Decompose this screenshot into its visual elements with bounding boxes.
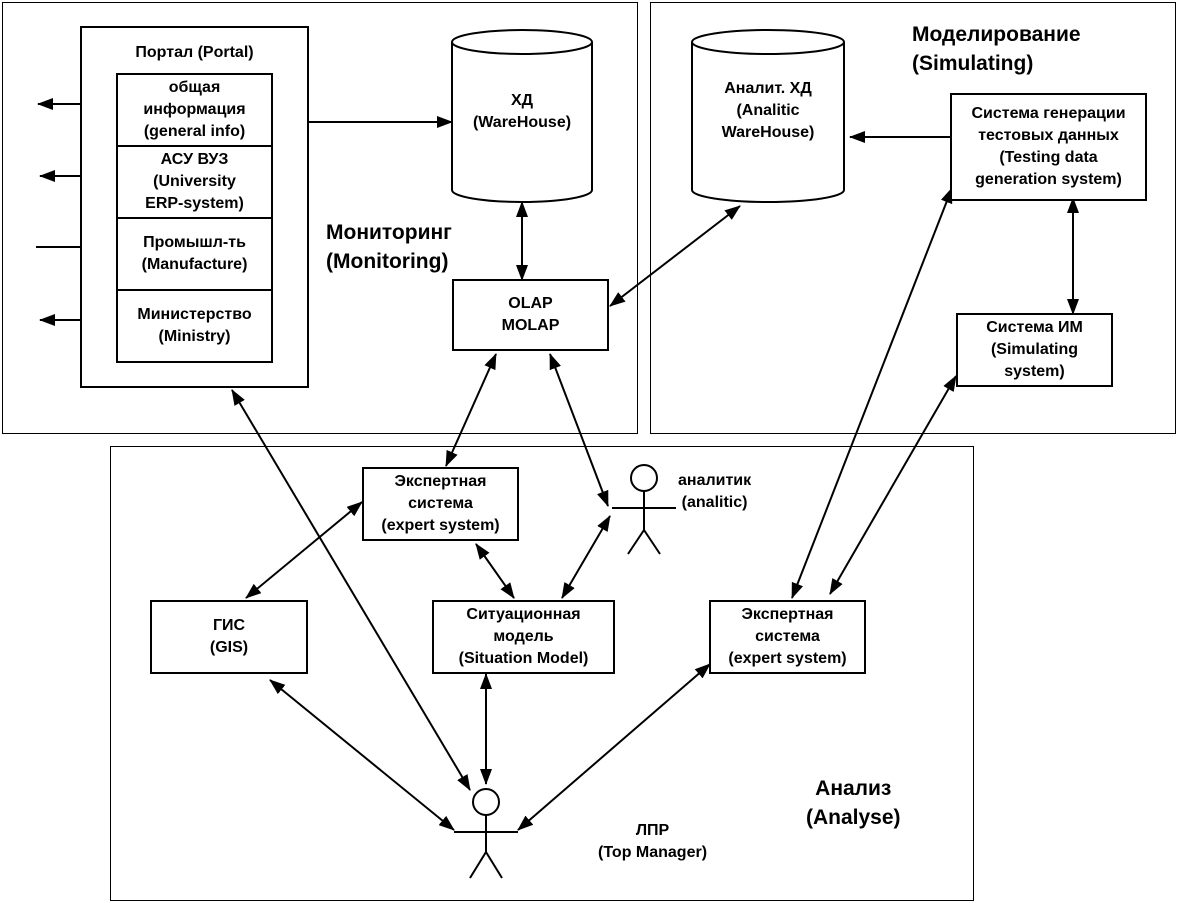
analytic-warehouse-cylinder [691,29,845,203]
situation-model-line-3: (Situation Model) [458,650,589,667]
testing-data-line-4: generation system) [975,171,1122,188]
monitoring-title: Мониторинг (Monitoring) [326,218,452,276]
ministry-line-2: (Ministry) [158,328,231,345]
expert-system-1-box: Экспертная система (expert system) [362,467,519,541]
expert-system-2-line-3: (expert system) [728,650,847,667]
general-info-line-3: (general info) [143,123,246,140]
manufacture-line-1: Промышл-ть [143,234,246,251]
monitoring-title-sub: (Monitoring) [326,250,449,273]
general-info-line-1: общая [168,79,221,96]
analyst-label: аналитик (analitic) [678,470,751,514]
analytic-warehouse-line-2: (Analitic [736,102,800,119]
monitoring-title-main: Мониторинг [326,221,452,244]
gis-box: ГИС (GIS) [150,600,308,674]
expert-system-1-line-1: Экспертная [394,473,487,490]
portal-erp-system: АСУ ВУЗ (University ERP-system) [116,145,273,219]
top-manager-figure [454,788,518,879]
expert-system-2-line-1: Экспертная [741,606,834,623]
arrow-expert1-gis [245,501,363,599]
expert-system-1-line-2: система [408,495,473,512]
arrow-olap-analytic-warehouse [609,205,741,307]
olap-box: OLAP MOLAP [452,279,609,351]
olap-line-1: OLAP [508,295,553,312]
analyst-label-line-2: (analitic) [681,494,748,511]
testing-data-system-box: Система генерации тестовых данных (Testi… [950,93,1147,201]
simulating-system-box: Система ИМ (Simulating system) [956,313,1113,387]
situation-model-line-1: Ситуационная [466,606,581,623]
analysis-title: Анализ (Analyse) [806,774,901,832]
arrow-expert1-situation [475,543,515,599]
top-manager-label: ЛПР (Top Manager) [598,820,707,864]
analytic-warehouse-line-1: Аналит. ХД [724,80,812,97]
arrow-topmanager-expert2 [517,663,711,831]
analysis-title-sub: (Analyse) [806,806,901,829]
expert-system-2-box: Экспертная система (expert system) [709,600,866,674]
expert-system-2-line-2: система [755,628,820,645]
warehouse-line-2: (WareHouse) [472,114,572,131]
erp-line-3: ERP-system) [145,195,244,212]
manufacture-line-2: (Manufacture) [141,256,248,273]
testing-data-line-2: тестовых данных [978,127,1119,144]
top-manager-label-line-1: ЛПР [635,822,670,839]
portal-manufacture: Промышл-ть (Manufacture) [116,217,273,291]
warehouse-line-1: ХД [510,92,534,109]
arrow-portal-topmanager [231,389,471,791]
erp-line-2: (University [153,173,236,190]
testing-data-line-1: Система генерации [971,105,1126,122]
situation-model-box: Ситуационная модель (Situation Model) [432,600,615,674]
analyst-label-line-1: аналитик [678,472,752,489]
analysis-region [110,446,974,901]
analytic-warehouse-line-3: WareHouse) [721,124,815,141]
analytic-warehouse-label: Аналит. ХД (Analitic WareHouse) [692,78,844,144]
top-manager-label-line-2: (Top Manager) [598,844,708,861]
arrow-analyst-situation [561,515,611,599]
analyst-figure [612,464,676,555]
gis-line-2: (GIS) [209,639,249,656]
erp-line-1: АСУ ВУЗ [160,151,229,168]
arrow-olap-analyst [549,353,609,507]
arrow-gis-topmanager [269,679,455,831]
gis-line-1: ГИС [212,617,246,634]
warehouse-label: ХД (WareHouse) [452,90,592,134]
simulating-system-line-2: (Simulating [990,341,1079,358]
simulating-system-line-3: system) [1004,363,1065,380]
situation-model-line-2: модель [493,628,554,645]
testing-data-line-3: (Testing data [999,149,1098,166]
portal-general-info: общая информация (general info) [116,73,273,147]
simulating-system-line-1: Система ИМ [986,319,1083,336]
simulating-title-sub: (Simulating) [912,52,1034,75]
arrow-olap-expert1 [445,353,497,467]
analysis-title-main: Анализ [815,777,892,800]
portal-ministry: Министерство (Ministry) [116,289,273,363]
arrow-simulating-expert2 [829,375,957,595]
arrow-testing-expert2 [791,187,953,599]
simulating-title-main: Моделирование [912,23,1081,46]
simulating-title: Моделирование (Simulating) [912,20,1081,78]
general-info-line-2: информация [143,101,246,118]
olap-line-2: MOLAP [501,317,560,334]
expert-system-1-line-3: (expert system) [381,517,500,534]
portal-title: Портал (Portal) [135,44,254,61]
ministry-line-1: Министерство [137,306,252,323]
